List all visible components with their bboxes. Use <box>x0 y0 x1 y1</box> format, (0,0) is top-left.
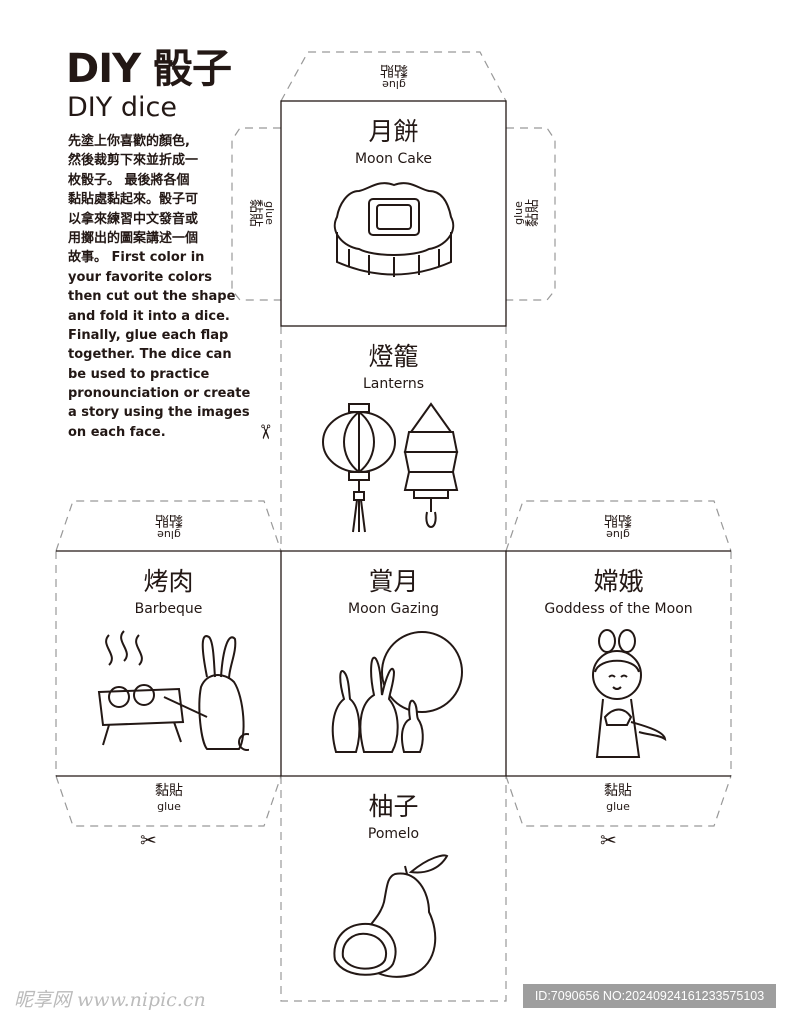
page-subtitle: DIY dice <box>67 92 177 123</box>
face-title-en: Moon Gazing <box>348 601 439 617</box>
barbeque-rabbit-icon <box>97 630 249 751</box>
face-title-zh: 柚子 <box>368 792 419 821</box>
face-title-zh: 月餅 <box>368 117 419 146</box>
face-moon-cake: 月餅 Moon Cake <box>281 101 506 326</box>
scissors-icon: ✂ <box>600 828 617 852</box>
face-pomelo: 柚子 Pomelo <box>281 776 506 1001</box>
instructions: 先塗上你喜歡的顏色, 然後裁剪下來並折成一 枚骰子。 最後將各個 黏貼處黏起來。… <box>68 132 250 442</box>
instruction-line: 故事。 First color in <box>68 250 205 266</box>
instruction-line: and fold it into a dice. <box>68 308 230 324</box>
instruction-line: 先塗上你喜歡的顏色, <box>68 134 190 149</box>
instruction-line: pronounciation or create <box>68 386 251 402</box>
face-title-en: Barbeque <box>134 601 203 617</box>
instruction-line: together. The dice can <box>68 347 232 363</box>
instruction-line: 枚骰子。 最後將各個 <box>68 172 190 188</box>
face-title-en: Lanterns <box>362 376 425 392</box>
lanterns-icon <box>321 402 458 533</box>
instruction-line: then cut out the shape <box>68 289 236 305</box>
moon-cake-icon <box>333 182 454 277</box>
instruction-line: Finally, glue each flap <box>68 327 229 343</box>
face-goddess-of-the-moon: 嫦娥 Goddess of the Moon <box>506 551 731 776</box>
moon-gazing-rabbits-icon <box>331 631 463 753</box>
face-lanterns: 燈籠 Lanterns <box>281 326 506 551</box>
face-title-zh: 烤肉 <box>143 567 194 596</box>
face-title-zh: 嫦娥 <box>593 567 644 596</box>
instruction-line: your favorite colors <box>68 269 213 285</box>
face-title-en: Goddess of the Moon <box>544 601 693 617</box>
face-title-zh: 賞月 <box>368 567 419 596</box>
image-id-badge: ID:7090656 NO:20240924161233575103 <box>523 984 776 1008</box>
scissors-icon: ✂ <box>253 423 278 441</box>
instruction-line: 以拿來練習中文發音或 <box>68 211 199 227</box>
face-title-zh: 燈籠 <box>368 342 419 371</box>
face-title-en: Pomelo <box>367 826 420 842</box>
watermark: 昵享网 www.nipic.cn <box>14 989 206 1011</box>
face-barbeque: 烤肉 Barbeque <box>56 551 281 776</box>
instruction-line: on each face. <box>68 424 166 440</box>
instruction-line: be used to practice <box>68 366 210 382</box>
face-moon-gazing: 賞月 Moon Gazing <box>281 551 506 776</box>
face-title-en: Moon Cake <box>354 151 433 167</box>
instruction-line: 然後裁剪下來並折成一 <box>68 153 199 169</box>
instruction-line: a story using the images <box>68 405 250 421</box>
page-title: DIY 骰子 <box>66 46 232 92</box>
instruction-line: 用擲出的圖案講述一個 <box>68 230 199 246</box>
goddess-chang-e-icon <box>591 629 666 758</box>
pomelo-icon <box>332 854 448 978</box>
scissors-icon: ✂ <box>140 828 157 852</box>
instruction-line: 黏貼處黏起來。骰子可 <box>68 192 199 208</box>
